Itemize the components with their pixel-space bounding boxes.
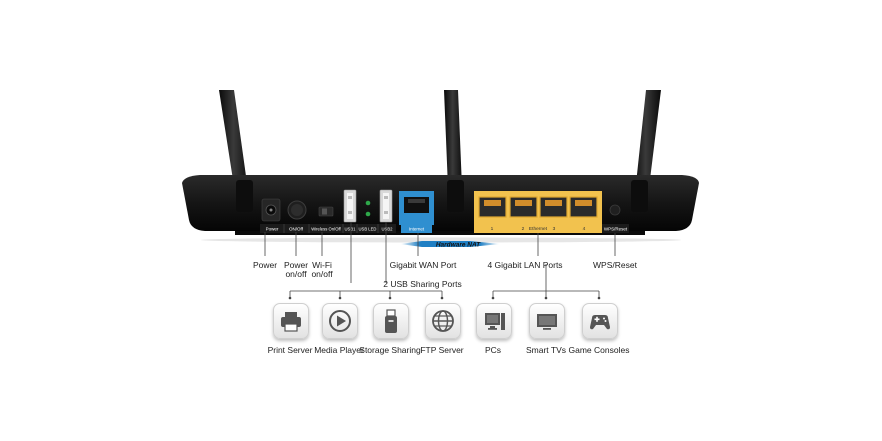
lan-num-3: 3 [553, 226, 556, 232]
usb-drive-icon [385, 309, 397, 333]
power-onoff-caption-line1: Power [283, 260, 309, 270]
panel-label-onoff: ON/Off [289, 227, 304, 232]
print-server-tile [273, 303, 309, 339]
storage-sharing-label: Storage Sharing [359, 345, 421, 355]
hardware-nat-label: Hardware NAT [436, 242, 481, 249]
panel-label-internet: Internet [409, 227, 425, 232]
panel-label-wireless: Wireless On/Off [311, 227, 341, 232]
globe-icon [432, 310, 454, 332]
game-consoles-label: Game Consoles [568, 345, 630, 355]
media-player-tile [322, 303, 358, 339]
media-player-label: Media Player [314, 345, 364, 355]
wifi-onoff-caption-line2: on/off [311, 269, 333, 279]
printer-icon [281, 312, 301, 332]
wps-reset-caption: WPS/Reset [593, 260, 637, 270]
storage-sharing-tile [373, 303, 409, 339]
panel-label-usb1: USB1 [345, 227, 357, 232]
wan-label-box [401, 224, 432, 233]
lan-num-1: 1 [491, 226, 494, 232]
panel-label-usbled: USB LED [359, 227, 377, 232]
lan-ports-caption: 4 Gigabit LAN Ports [487, 260, 563, 270]
gamepad-icon [590, 315, 610, 330]
panel-label-wps: WPS/Reset [604, 227, 628, 232]
pcs-label: PCs [484, 345, 502, 355]
smart-tvs-label: Smart TVs [526, 345, 566, 355]
lan-num-4: 4 [583, 226, 586, 232]
panel-label-usb2: USB2 [382, 227, 394, 232]
router-body [182, 175, 699, 231]
wifi-onoff-caption-line1: Wi-Fi [312, 260, 332, 270]
panel-label-power: Power [266, 227, 279, 232]
tv-icon [537, 314, 557, 330]
usb-led-1 [365, 200, 371, 206]
panel-label-ethernet: Ethernet [529, 226, 548, 232]
smart-tvs-tile [529, 303, 565, 339]
ftp-server-label: FTP Server [420, 345, 464, 355]
lan-num-2: 2 [522, 226, 525, 232]
lan-ports [478, 196, 598, 218]
monitor-icon [485, 313, 505, 330]
panel-label-strip [260, 224, 396, 233]
floor-shadow [201, 237, 681, 243]
print-server-label: Print Server [267, 345, 313, 355]
ftp-server-tile [425, 303, 461, 339]
connector-lines [264, 222, 616, 298]
wps-reset-button[interactable] [609, 204, 621, 216]
usb-sharing-caption: 2 USB Sharing Ports [383, 279, 462, 289]
usb-led-2 [365, 211, 371, 217]
hardware-nat-bar [400, 241, 500, 247]
game-consoles-tile [582, 303, 618, 339]
power-onoff-caption-line2: on/off [285, 269, 307, 279]
play-icon [329, 310, 351, 332]
gigabit-wan-caption: Gigabit WAN Port [389, 260, 457, 270]
power-caption: Power [252, 260, 278, 270]
pcs-tile [476, 303, 512, 339]
router-base [235, 231, 645, 235]
